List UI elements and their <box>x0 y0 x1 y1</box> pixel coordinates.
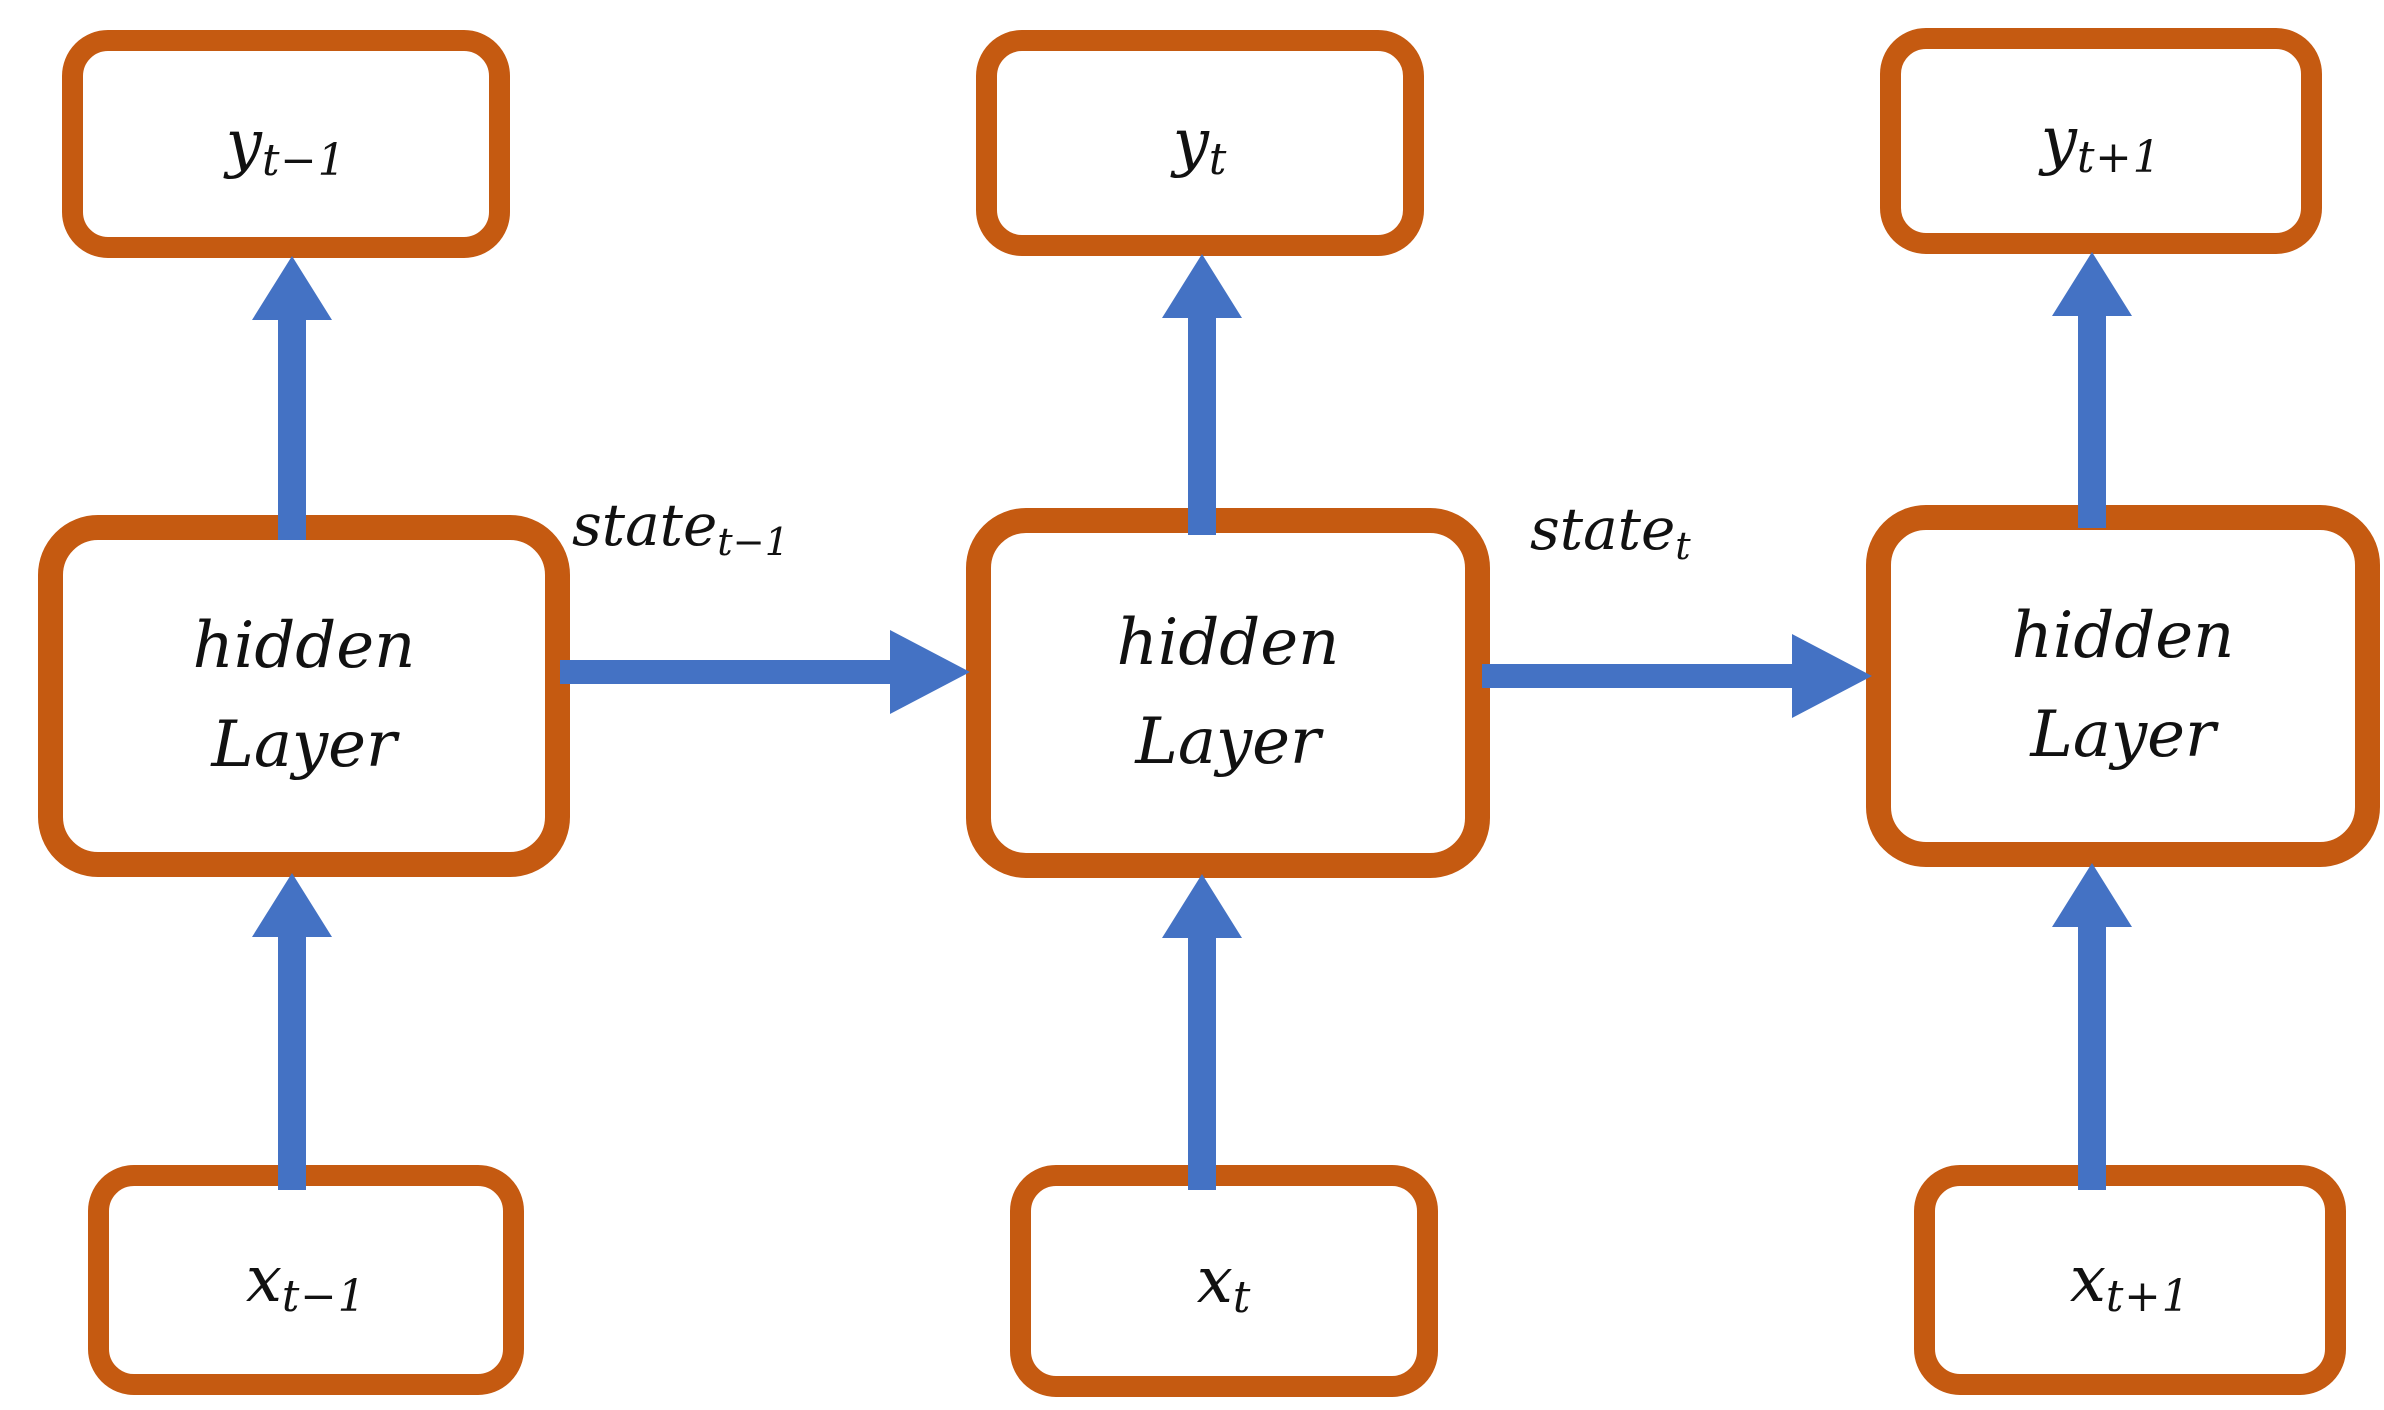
input-label-t-plus-1: xt+1 <box>2070 1248 2190 1318</box>
output-label-t-plus-1: yt+1 <box>2041 109 2161 179</box>
label-subscript: t+1 <box>2076 132 2162 183</box>
arrowhead-up-icon <box>1162 874 1242 938</box>
hidden-label-line2: Layer <box>1135 705 1321 779</box>
arrow-shaft <box>560 660 898 684</box>
label-base: y <box>2040 104 2077 178</box>
arrow-state-t-minus-1 <box>560 630 970 714</box>
label-base: x <box>1196 1244 1233 1318</box>
arrowhead-right-icon <box>1792 634 1872 718</box>
arrow-hidden-to-output-t-minus-1 <box>252 256 332 540</box>
label-subscript: t <box>1208 134 1228 185</box>
label-subscript: t <box>1675 523 1691 569</box>
output-node-t-minus-1: yt−1 <box>62 30 510 258</box>
arrow-shaft <box>1482 664 1800 688</box>
arrow-shaft <box>2078 921 2106 1190</box>
arrowhead-up-icon <box>252 873 332 937</box>
arrowhead-up-icon <box>2052 863 2132 927</box>
hidden-label-line1: hidden <box>192 608 416 683</box>
arrow-input-to-hidden-t-minus-1 <box>252 873 332 1190</box>
label-base: state <box>572 491 718 559</box>
input-label-t-minus-1: xt−1 <box>246 1248 366 1318</box>
arrow-hidden-to-output-t-plus-1 <box>2052 252 2132 528</box>
hidden-label-line1: hidden <box>1116 605 1340 680</box>
arrow-shaft <box>278 314 306 540</box>
arrowhead-up-icon <box>252 256 332 320</box>
label-base: y <box>225 107 262 181</box>
arrow-input-to-hidden-t <box>1162 874 1242 1190</box>
label-subscript: t−1 <box>261 135 347 186</box>
output-label-t: yt <box>1173 111 1228 181</box>
label-base: state <box>1530 495 1676 563</box>
input-label-t: xt <box>1197 1249 1251 1319</box>
arrow-shaft <box>2078 310 2106 528</box>
arrowhead-up-icon <box>2052 252 2132 316</box>
arrow-hidden-to-output-t <box>1162 254 1242 535</box>
label-subscript: t−1 <box>717 519 790 565</box>
label-base: x <box>2069 1243 2106 1317</box>
label-subscript: t+1 <box>2105 1271 2191 1322</box>
input-node-t-plus-1: xt+1 <box>1914 1165 2346 1395</box>
label-base: x <box>245 1243 282 1317</box>
input-node-t: xt <box>1010 1165 1438 1397</box>
output-node-t-plus-1: yt+1 <box>1880 28 2322 254</box>
state-label-t: statet <box>1530 500 1691 565</box>
state-label-t-minus-1: statet−1 <box>572 496 789 561</box>
label-base: y <box>1172 106 1209 180</box>
hidden-label-line1: hidden <box>2011 598 2235 673</box>
input-node-t-minus-1: xt−1 <box>88 1165 524 1395</box>
arrow-shaft <box>1188 932 1216 1190</box>
arrow-shaft <box>278 931 306 1190</box>
label-subscript: t−1 <box>281 1271 367 1322</box>
output-node-t: yt <box>976 30 1424 256</box>
arrowhead-up-icon <box>1162 254 1242 318</box>
arrowhead-right-icon <box>890 630 970 714</box>
hidden-label-line2: Layer <box>2030 698 2216 772</box>
arrow-input-to-hidden-t-plus-1 <box>2052 863 2132 1190</box>
arrow-state-t <box>1482 634 1872 718</box>
hidden-label-line2: Layer <box>211 708 397 782</box>
arrow-shaft <box>1188 312 1216 535</box>
label-subscript: t <box>1232 1272 1252 1323</box>
output-label-t-minus-1: yt−1 <box>226 112 346 182</box>
